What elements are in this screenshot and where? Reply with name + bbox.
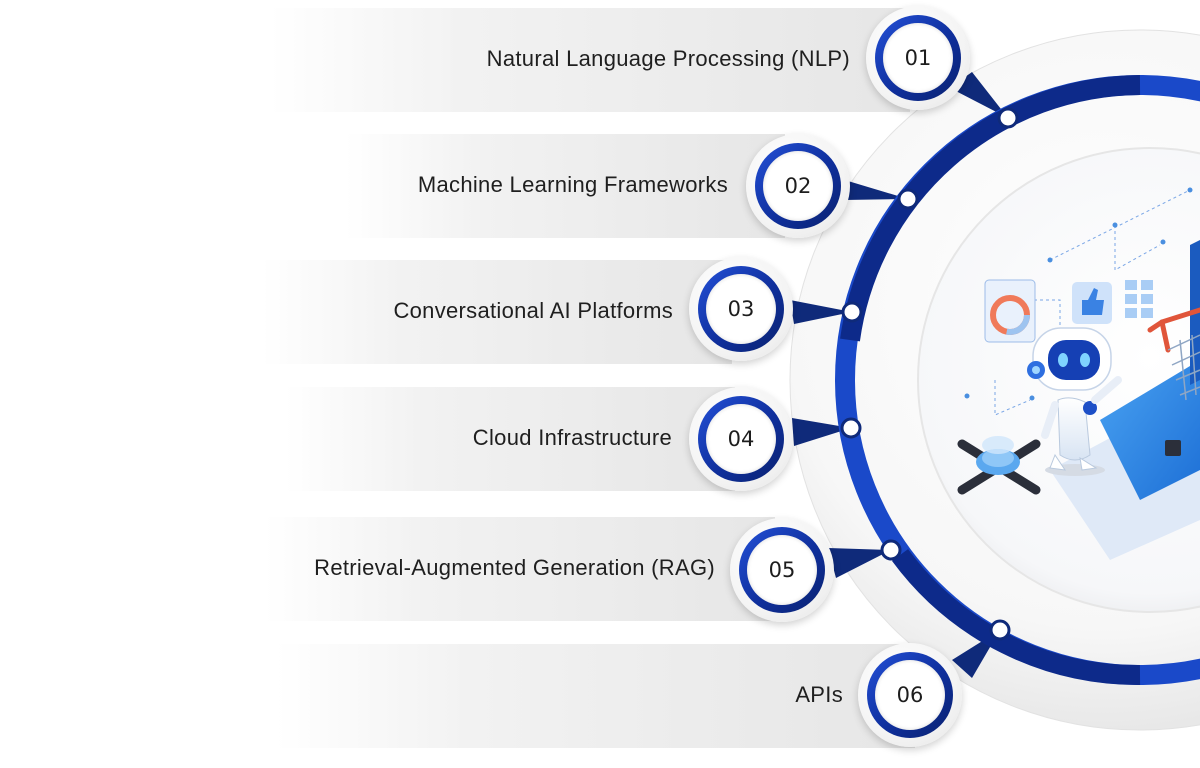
item-band-3 [262, 260, 732, 364]
ring-dot-5 [880, 539, 902, 561]
item-label-6: APIs [795, 682, 843, 707]
ai-illustration [957, 187, 1200, 560]
inner-disc-edge [917, 147, 1200, 613]
item-label-4: Cloud Infrastructure [472, 425, 672, 450]
item-band-4 [285, 387, 735, 491]
number-badge-4: 04 [689, 387, 793, 491]
item-label-1: Natural Language Processing (NLP) [486, 46, 850, 71]
connectors [790, 72, 1008, 678]
connector-5 [828, 548, 891, 578]
connector-3 [790, 300, 852, 324]
item-band-1 [270, 8, 910, 112]
ring-dot-4 [840, 417, 862, 439]
ring-dot-6 [989, 619, 1011, 641]
item-label-3: Conversational AI Platforms [393, 298, 673, 323]
thumbs-up-icon [1072, 282, 1112, 324]
item-band-2 [345, 134, 785, 238]
badge-number-5: 05 [747, 535, 817, 605]
number-badge-5: 05 [730, 518, 834, 622]
robot-icon [1027, 327, 1122, 476]
chip-icon [957, 436, 1041, 495]
ring-dot-2 [897, 188, 919, 210]
connector-1 [950, 72, 1008, 118]
badge-number-2: 02 [763, 151, 833, 221]
ring-dot-1 [997, 107, 1019, 129]
number-badge-6: 06 [858, 643, 962, 747]
number-badge-1: 01 [866, 6, 970, 110]
shopping-cart-icon [1147, 307, 1200, 353]
ring-shade-top [840, 75, 1141, 342]
badge-number-4: 04 [706, 404, 776, 474]
badge-number-3: 03 [706, 274, 776, 344]
laptop-icon [1050, 240, 1200, 560]
item-band-5 [265, 517, 775, 621]
grid-icon [1125, 280, 1153, 318]
ring-shade-bottom [891, 549, 1141, 686]
badge-number-6: 06 [875, 660, 945, 730]
badge-number-1: 01 [883, 23, 953, 93]
connector-4 [792, 418, 851, 446]
chart-icon [984, 279, 1036, 343]
connector-2 [838, 178, 908, 200]
ring-dots [840, 107, 1019, 641]
number-badge-2: 02 [746, 134, 850, 238]
item-band-6 [275, 644, 915, 748]
number-badge-3: 03 [689, 257, 793, 361]
item-label-5: Retrieval-Augmented Generation (RAG) [314, 555, 715, 580]
ring-dot-3 [841, 301, 863, 323]
item-label-2: Machine Learning Frameworks [417, 172, 728, 197]
